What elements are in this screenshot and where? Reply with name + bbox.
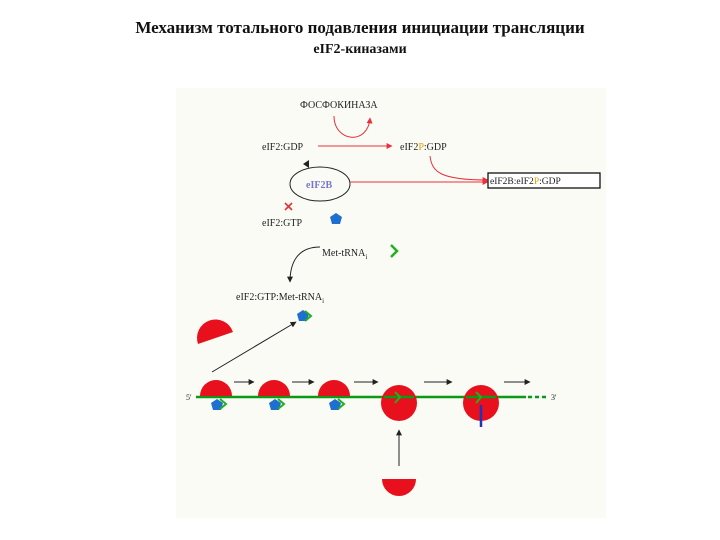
ribosome-80s (381, 385, 417, 421)
eif2b-label: eIF2B (306, 180, 332, 191)
five-prime-label: 5' (186, 393, 192, 402)
eif2b-complex-label: eIF2B:eIF2P:GDP (490, 177, 561, 187)
three-prime-label: 3' (551, 393, 557, 402)
kinase-label: ФОСФОКИНАЗА (300, 100, 378, 111)
eif2-gtp-label: eIF2:GTP (262, 218, 302, 229)
eif2p-gdp-label: eIF2P:GDP (400, 142, 447, 153)
diagram-panel (176, 88, 606, 518)
eif2-gdp-label: eIF2:GDP (262, 142, 304, 153)
